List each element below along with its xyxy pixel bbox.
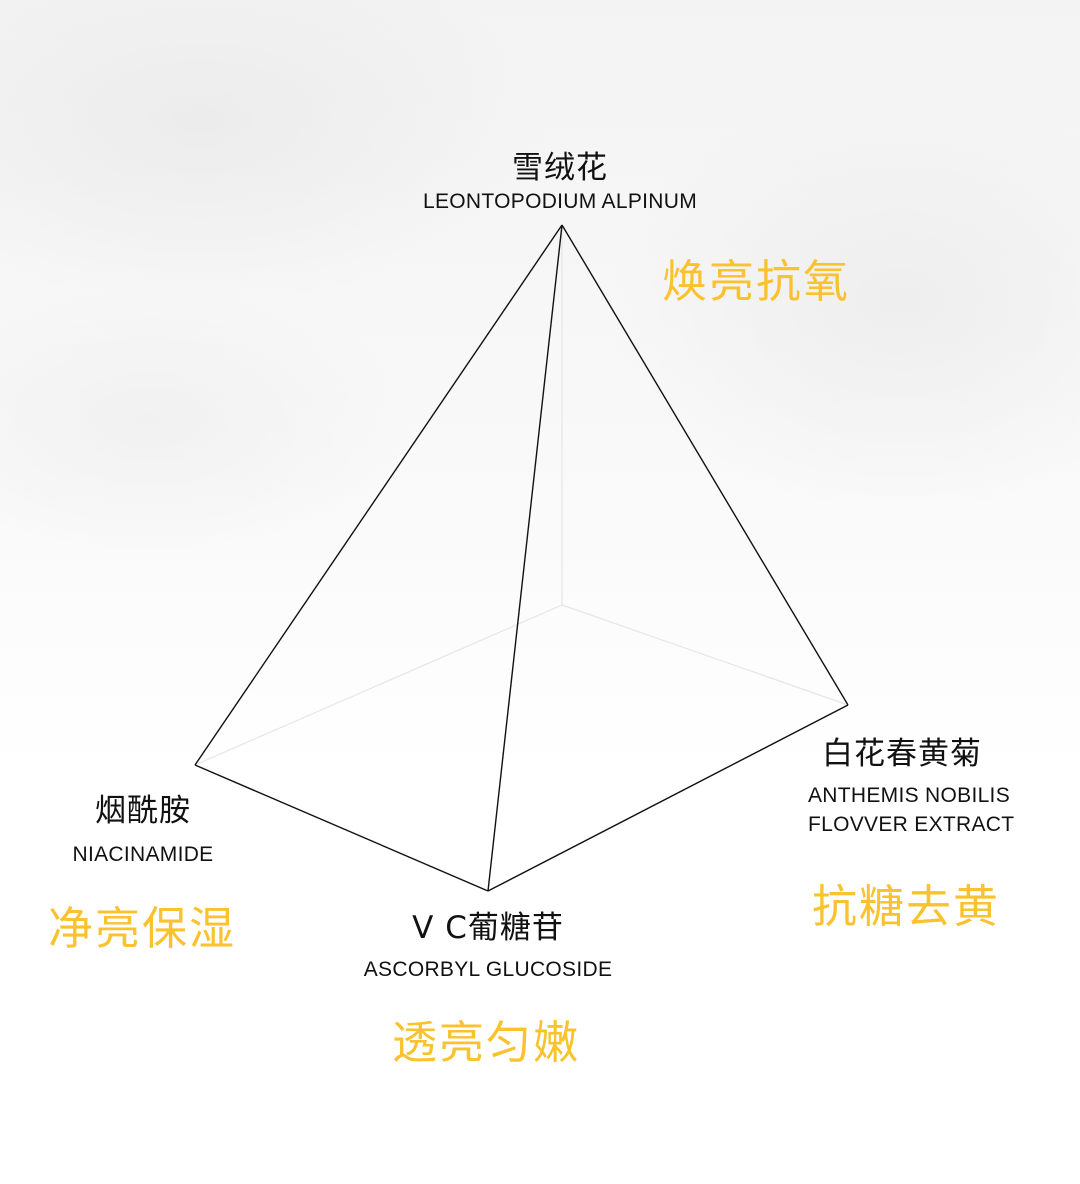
edge-apex-front bbox=[487, 224, 563, 892]
top-benefit: 焕亮抗氧 bbox=[662, 255, 851, 308]
top-en-label: LEONTOPODIUM ALPINUM bbox=[423, 190, 697, 213]
front-benefit: 透亮匀嫩 bbox=[392, 1016, 581, 1069]
top-ingredient: 雪绒花 LEONTOPODIUM ALPINUM bbox=[360, 142, 760, 216]
right-cn-label: 白花春黄菊 bbox=[822, 736, 982, 772]
edge-apex-left bbox=[194, 224, 563, 766]
left-benefit: 净亮保湿 bbox=[48, 902, 237, 955]
left-en-label: NIACINAMIDE bbox=[72, 843, 214, 866]
front-ingredient: V C葡糖苷 ASCORBYL GLUCOSIDE bbox=[338, 902, 638, 984]
right-en-label-1: ANTHEMIS NOBILIS bbox=[808, 784, 1011, 807]
top-cn-label: 雪绒花 bbox=[512, 150, 608, 186]
left-cn-label: 烟酰胺 bbox=[95, 793, 191, 829]
edge-front-right bbox=[487, 704, 849, 892]
right-en-label-2: FLOVVER EXTRACT bbox=[808, 813, 1015, 836]
front-en-label: ASCORBYL GLUCOSIDE bbox=[363, 958, 613, 981]
edge-left-front bbox=[194, 764, 489, 892]
edge-apex-right bbox=[561, 224, 849, 706]
right-ingredient: 白花春黄菊 ANTHEMIS NOBILIS FLOVVER EXTRACT bbox=[808, 728, 1014, 839]
hidden-edge-back-left bbox=[194, 604, 563, 766]
hidden-edge-back-right bbox=[561, 604, 849, 706]
right-benefit: 抗糖去黄 bbox=[812, 880, 1001, 933]
left-ingredient: 烟酰胺 NIACINAMIDE bbox=[43, 785, 243, 869]
front-cn-label: V C葡糖苷 bbox=[412, 910, 564, 946]
